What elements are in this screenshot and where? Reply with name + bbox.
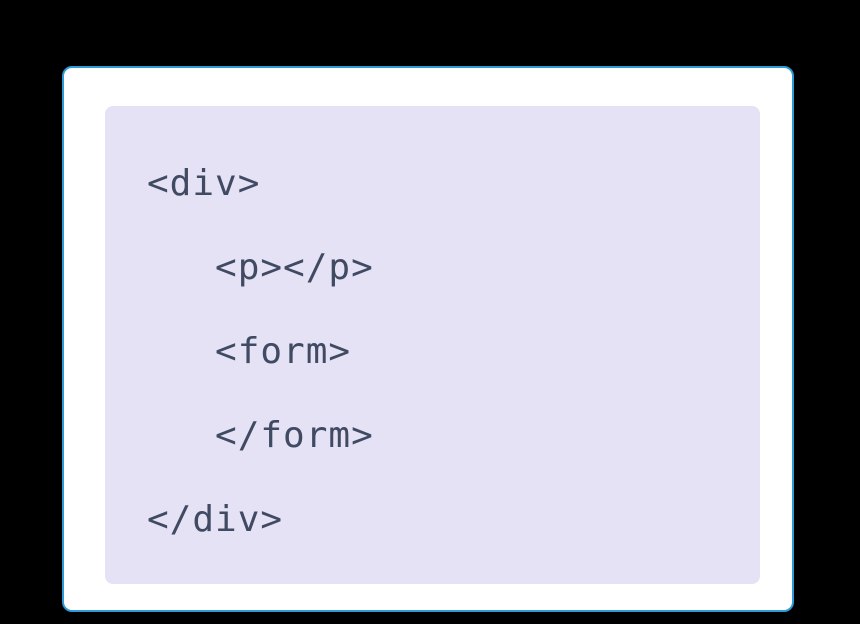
code-line: </div>: [147, 499, 284, 540]
code-line: <div>: [147, 163, 261, 204]
code-block: <div> <p></p> <form> </form> </div>: [105, 106, 760, 584]
code-line: <form>: [147, 331, 352, 372]
code-card: <div> <p></p> <form> </form> </div>: [62, 66, 794, 612]
code-line: </form>: [147, 415, 374, 456]
code-line: <p></p>: [147, 247, 374, 288]
